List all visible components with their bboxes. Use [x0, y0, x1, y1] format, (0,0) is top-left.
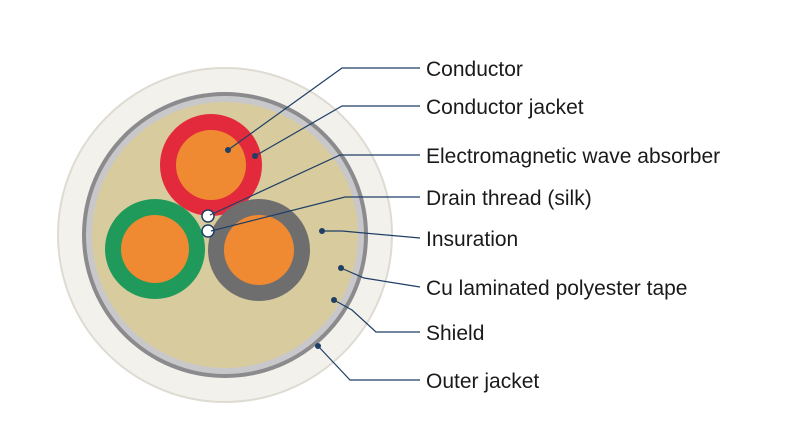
leader-conductor-jacket: [254, 105, 420, 157]
label-conductor-jacket: Conductor jacket: [426, 96, 584, 119]
label-conductor: Conductor: [426, 58, 523, 81]
dot-conductor: [225, 147, 231, 153]
leader-absorber: [209, 154, 420, 216]
drain-thread-strand: [201, 224, 215, 238]
leader-outer-jacket: [317, 345, 420, 381]
label-absorber: Electromagnetic wave absorber: [426, 145, 720, 168]
dot-conductor-jacket: [252, 153, 258, 159]
conductor-green: [105, 199, 205, 299]
leader-conductor: [227, 67, 420, 151]
conductor-red: [160, 114, 262, 216]
leader-lines: [209, 67, 421, 381]
labels: Conductor Conductor jacket Electromagnet…: [426, 58, 720, 393]
dot-shield: [331, 297, 337, 303]
leader-insulation: [322, 230, 421, 239]
leader-shield: [333, 299, 420, 333]
label-outer-jacket: Outer jacket: [426, 370, 539, 393]
drain-threads: [201, 209, 215, 238]
conductor-core-red: [176, 130, 246, 200]
pointer-dots: [225, 147, 344, 349]
absorber-strand: [201, 209, 215, 223]
conductor-core-gray: [224, 215, 294, 285]
leader-tape: [340, 267, 421, 288]
label-drain-thread: Drain thread (silk): [426, 187, 592, 210]
dot-tape: [338, 265, 344, 271]
leader-drain-thread: [210, 196, 420, 232]
label-insulation: Insuration: [426, 228, 518, 251]
dot-outer-jacket: [315, 343, 321, 349]
dot-insulation: [319, 228, 325, 234]
label-shield: Shield: [426, 322, 484, 345]
conductor-gray: [208, 199, 310, 301]
conductor-core-green: [121, 215, 189, 283]
label-tape: Cu laminated polyester tape: [426, 277, 688, 300]
